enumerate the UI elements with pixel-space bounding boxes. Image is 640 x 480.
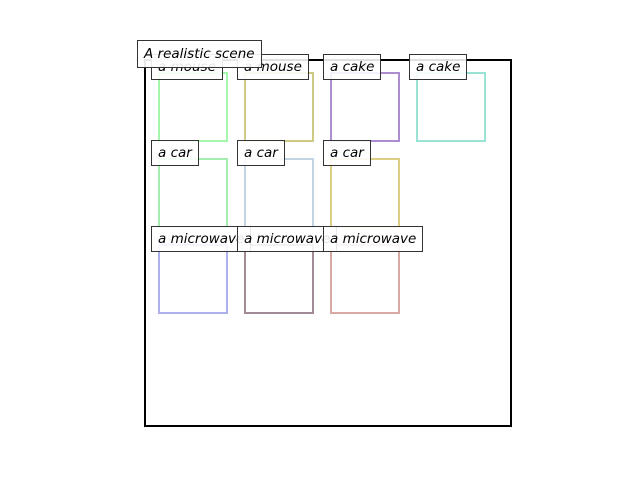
object-label: a microwave [323, 226, 424, 252]
object-label: a cake [409, 54, 468, 80]
object-label: a car [151, 140, 199, 166]
object-label: a cake [323, 54, 382, 80]
bounding-box [244, 72, 314, 142]
object-label: a car [237, 140, 285, 166]
scene-title: A realistic scene [137, 40, 262, 68]
bounding-box [158, 244, 228, 314]
bounding-box [158, 158, 228, 228]
bounding-box [158, 72, 228, 142]
object-label: a microwave [237, 226, 338, 252]
bounding-box [244, 244, 314, 314]
object-label: a car [323, 140, 371, 166]
bounding-box [244, 158, 314, 228]
bounding-box [416, 72, 486, 142]
bounding-box [330, 244, 400, 314]
bounding-box [330, 158, 400, 228]
bounding-box [330, 72, 400, 142]
